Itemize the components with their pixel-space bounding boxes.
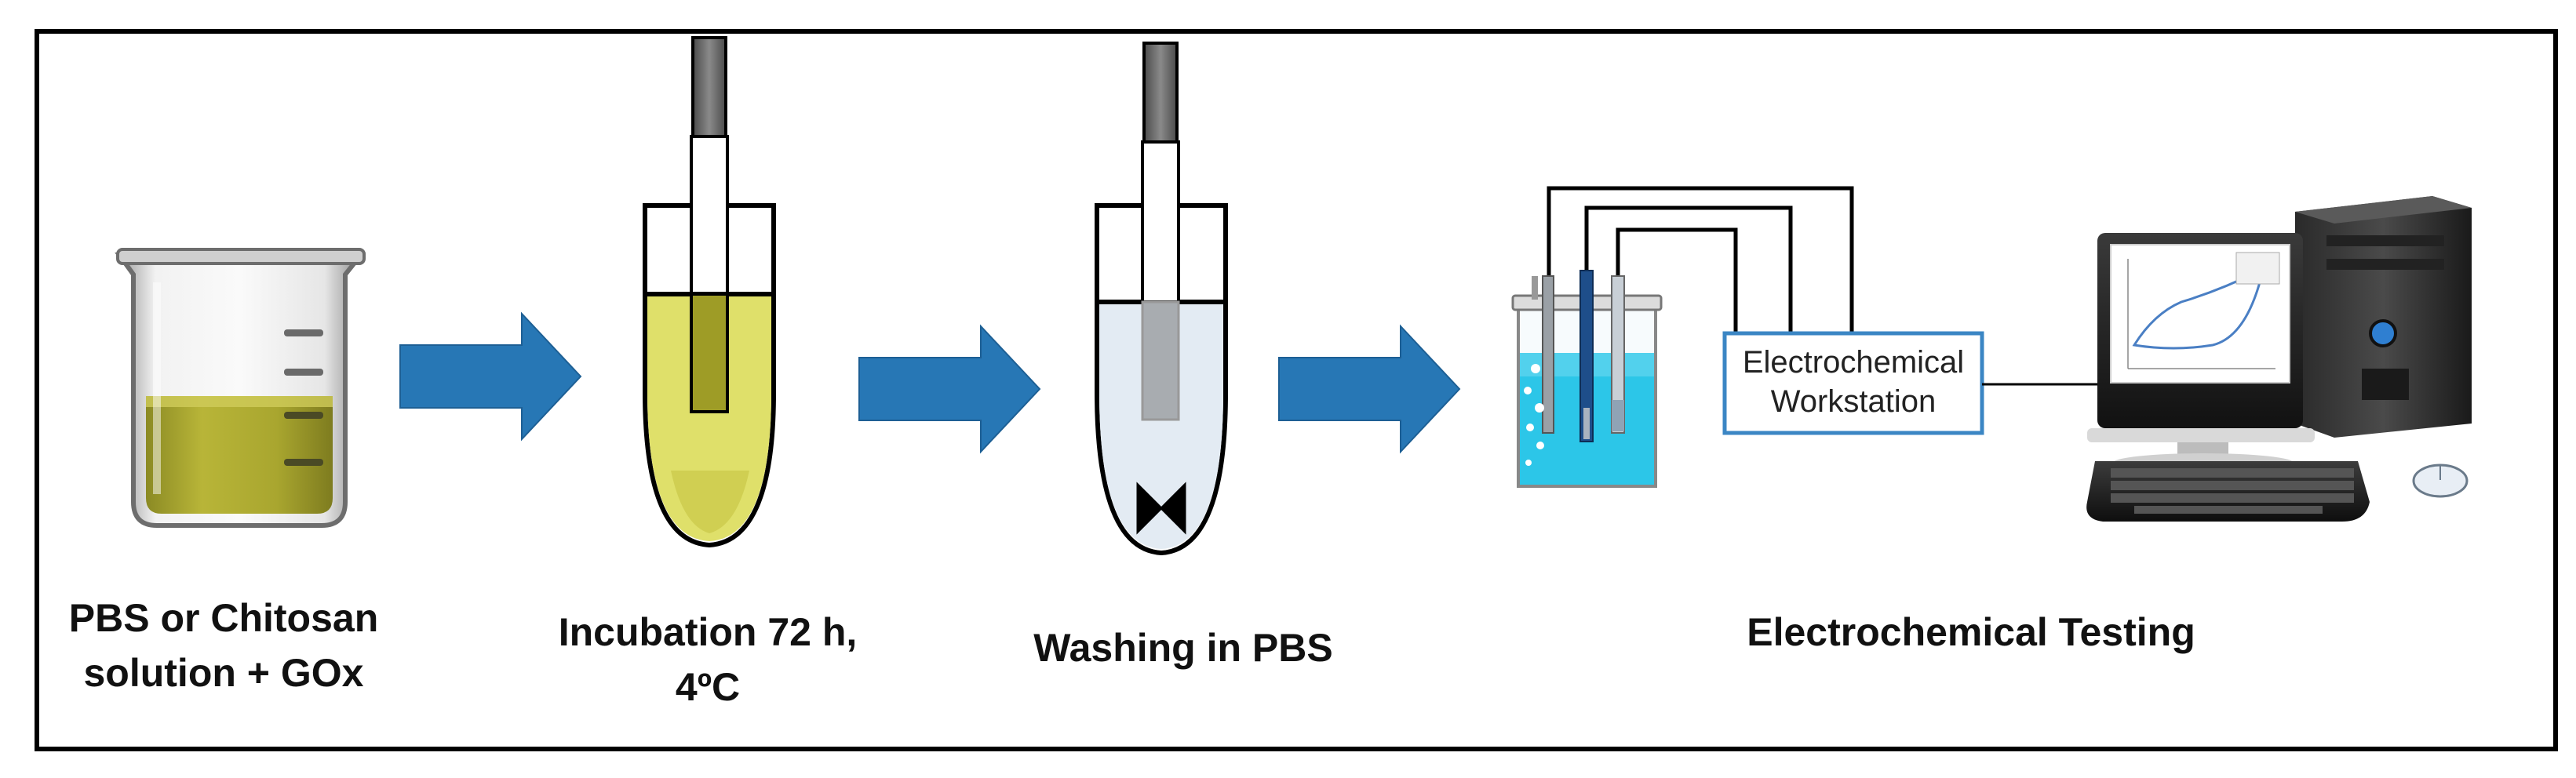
workstation-box: Electrochemical Workstation [1722, 331, 1984, 435]
electrode-tip [1141, 300, 1180, 421]
step-1-label-line-2: solution + GOx [84, 651, 364, 695]
right-arrow-icon [858, 324, 1041, 454]
workstation-label-line-1: Electrochemical [1743, 345, 1964, 380]
diagram-frame [35, 29, 2558, 751]
electrode-tip [690, 293, 729, 413]
right-arrow-icon [399, 311, 582, 442]
mouse-icon [2412, 464, 2469, 498]
test-tube-icon [1095, 42, 1228, 556]
right-arrow-icon [1278, 324, 1461, 454]
step-2-label-line-1: Incubation 72 h, [559, 610, 858, 654]
beaker-icon [115, 248, 366, 528]
step-3-label: Washing in PBS [1033, 626, 1333, 670]
step-2-label-line-2: 4ºC [676, 665, 740, 709]
test-tube-icon [643, 36, 776, 548]
wash-solution [1099, 302, 1223, 549]
step-4-label: Electrochemical Testing [1747, 610, 2195, 654]
stir-bar-icon [1136, 482, 1186, 535]
step-1-label-line-1: PBS or Chitosan [69, 596, 378, 640]
beaker-solution [146, 396, 333, 514]
computer-icon [2086, 196, 2472, 522]
electrode-rod [1142, 42, 1179, 144]
workstation-label-line-2: Workstation [1771, 384, 1936, 419]
electrochemical-cell-icon [1511, 186, 1854, 488]
electrode-rod [691, 36, 727, 138]
